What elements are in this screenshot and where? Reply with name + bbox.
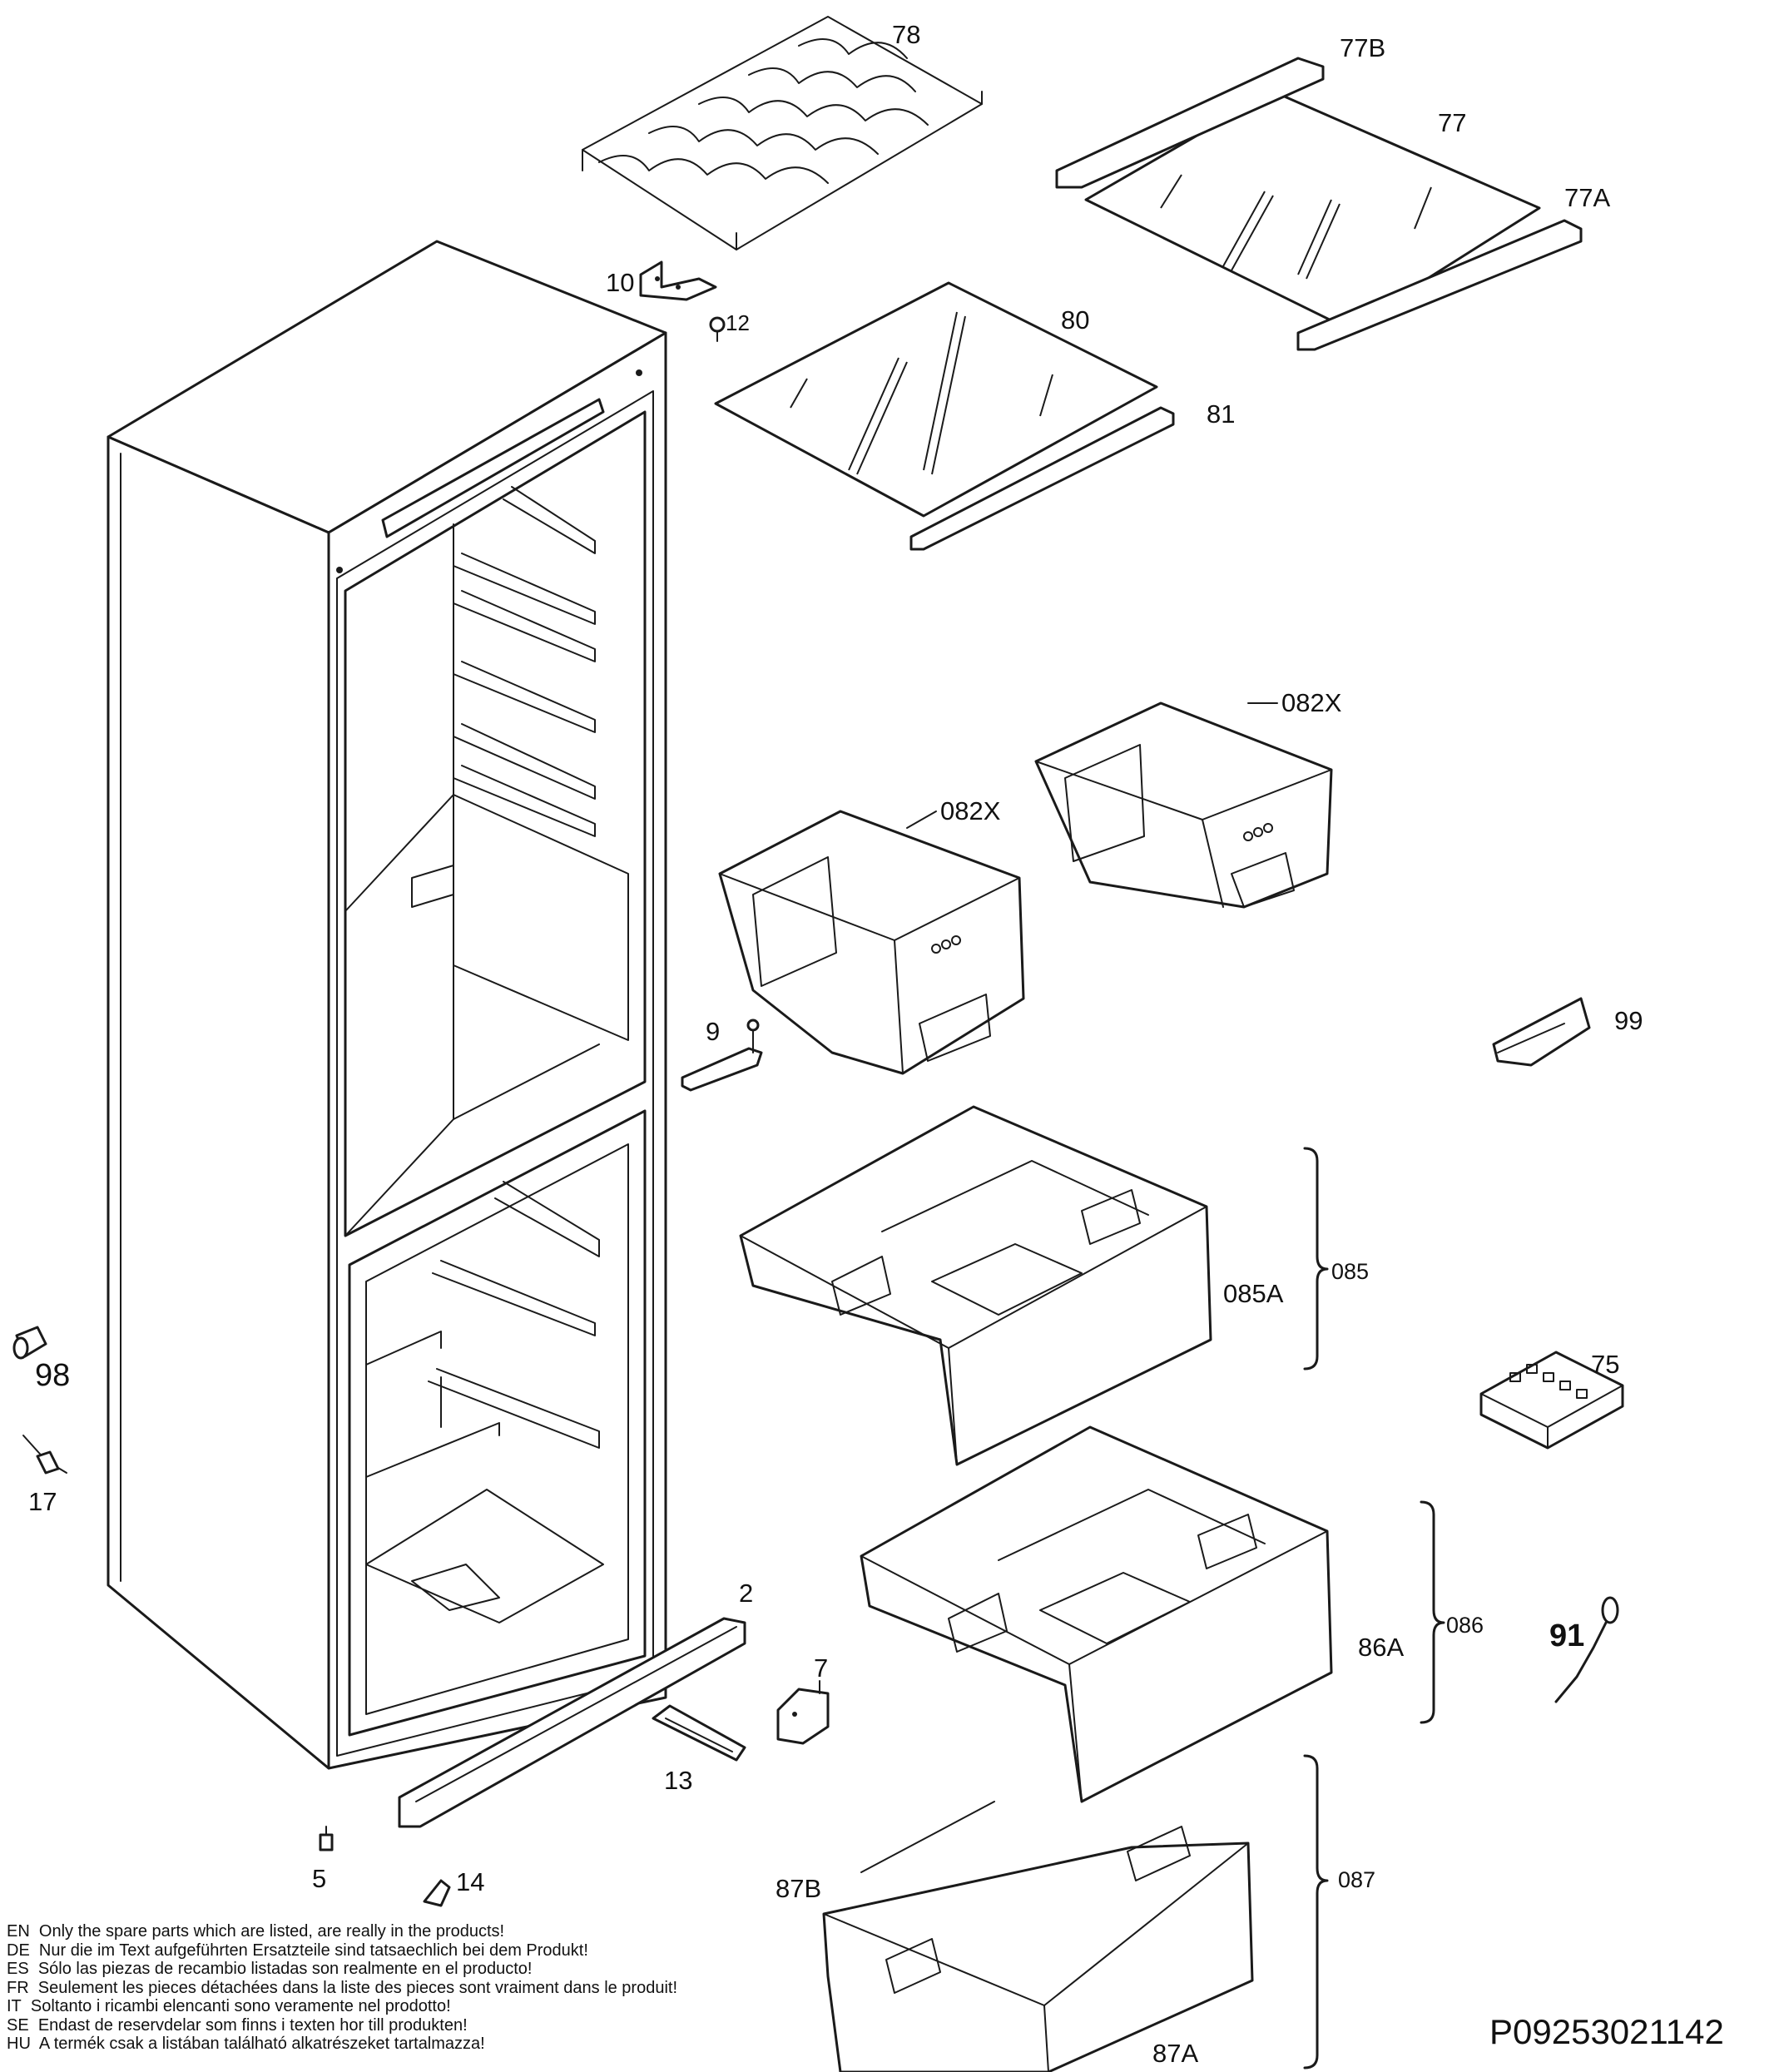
note-line: EN Only the spare parts which are listed… bbox=[7, 1922, 505, 1941]
note-line: DE Nur die im Text aufgeführten Ersatzte… bbox=[7, 1941, 588, 1960]
part-label: 86A bbox=[1358, 1633, 1404, 1662]
part-label: 80 bbox=[1061, 305, 1089, 335]
freezer-drawer-upper bbox=[739, 1105, 1212, 1466]
refrigerator-cabinet bbox=[107, 240, 667, 1770]
spare-parts-notes: EN Only the spare parts which are listed… bbox=[7, 1922, 922, 2054]
note-line: IT Soltanto i ricambi elencanti sono ver… bbox=[7, 1997, 451, 2015]
note-line: HU A termék csak a listában található al… bbox=[7, 2035, 485, 2053]
slide-rail-part bbox=[652, 1704, 746, 1762]
hinge-part bbox=[681, 1019, 763, 1092]
part-label: 87B bbox=[776, 1874, 821, 1903]
part-label: 91 bbox=[1549, 1618, 1584, 1653]
part-label: 75 bbox=[1591, 1350, 1619, 1379]
part-label: 78 bbox=[892, 20, 920, 49]
bracket-part bbox=[639, 260, 717, 301]
part-label: 14 bbox=[456, 1867, 484, 1896]
bracket-087 bbox=[1303, 1754, 1329, 2070]
roller-part bbox=[12, 1326, 47, 1360]
bracket-086 bbox=[1420, 1500, 1445, 1724]
shelf-trim-rear bbox=[1055, 57, 1325, 189]
ice-tray bbox=[1479, 1351, 1624, 1450]
part-label: 086 bbox=[1446, 1613, 1484, 1638]
drawing-code: P09253021142 bbox=[1489, 2012, 1724, 2051]
note-line: SE Endast de reservdelar som finns i tex… bbox=[7, 2015, 468, 2035]
wine-rack bbox=[582, 16, 983, 250]
part-label: 99 bbox=[1614, 1006, 1643, 1035]
glass-shelf-lower bbox=[714, 281, 1158, 518]
shelf-trim-front bbox=[1296, 219, 1583, 351]
part-label: 082X bbox=[940, 796, 1001, 825]
part-label: 77 bbox=[1438, 108, 1466, 137]
part-label: 12 bbox=[726, 310, 750, 335]
freezer-shelf-rails bbox=[365, 1181, 600, 1478]
hinge-bracket-part bbox=[776, 1680, 830, 1745]
part-label: 7 bbox=[814, 1653, 828, 1683]
plinth-panel bbox=[398, 1617, 746, 1828]
part-label: 98 bbox=[35, 1358, 70, 1393]
bracket-085 bbox=[1303, 1147, 1329, 1371]
pin-part bbox=[22, 1435, 67, 1475]
part-label: 2 bbox=[739, 1579, 753, 1608]
foot-screw-part bbox=[319, 1826, 334, 1851]
shelf-rails bbox=[453, 486, 596, 837]
part-label: 87A bbox=[1152, 2039, 1198, 2068]
part-label: 085 bbox=[1331, 1259, 1369, 1284]
part-label: 13 bbox=[664, 1766, 692, 1795]
freezer-drawer-middle bbox=[860, 1425, 1333, 1803]
crisper-drawer-right bbox=[1034, 701, 1333, 909]
part-label: 5 bbox=[312, 1864, 326, 1893]
part-label: 082X bbox=[1281, 688, 1342, 717]
freezer-drawer-lower bbox=[822, 1801, 1254, 2072]
shelf-trim-lower bbox=[909, 406, 1175, 551]
part-label: 77A bbox=[1564, 183, 1610, 212]
clip-part bbox=[1492, 997, 1591, 1067]
screw-part bbox=[709, 316, 726, 342]
part-label: 9 bbox=[706, 1017, 720, 1046]
part-label: 17 bbox=[28, 1487, 57, 1516]
spacer-part bbox=[423, 1879, 451, 1907]
cable-part bbox=[1554, 1596, 1619, 1703]
part-label: 77B bbox=[1340, 33, 1385, 62]
part-label: 085A bbox=[1223, 1279, 1284, 1308]
part-label: 087 bbox=[1338, 1867, 1375, 1892]
crisper-drawer-left bbox=[718, 810, 1025, 1075]
note-line: ES Sólo las piezas de recambio listadas … bbox=[7, 1960, 533, 1978]
part-label: 81 bbox=[1207, 399, 1235, 429]
note-line: FR Seulement les pieces détachées dans l… bbox=[7, 1978, 678, 1997]
part-label: 10 bbox=[606, 268, 634, 297]
